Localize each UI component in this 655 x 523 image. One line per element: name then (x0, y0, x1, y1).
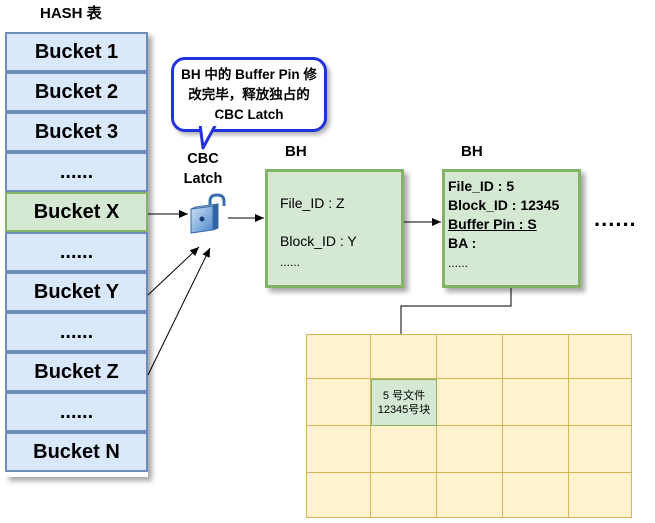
bucket-3: Bucket 3 (5, 112, 148, 152)
bucket-x: Bucket X (5, 192, 148, 232)
buffer-cache-grid (306, 334, 632, 518)
callout-tail (198, 122, 218, 150)
bh2-box: File_ID : 5 Block_ID : 12345 Buffer Pin … (442, 169, 581, 288)
bucket-z: Bucket Z (5, 352, 148, 392)
bh2-buffer-pin: Buffer Pin : S (448, 216, 537, 232)
bh2-ba: BA : (448, 235, 477, 251)
speech-callout: BH 中的 Buffer Pin 修改完毕，释放独占的 CBC Latch (171, 57, 327, 132)
bh-chain-more: ...... (594, 206, 637, 231)
bucket-y-arrow (147, 246, 200, 296)
cbc-latch-line2: Latch (183, 171, 223, 187)
hash-table-title: HASH 表 (40, 5, 102, 22)
bucket-n: Bucket N (5, 432, 148, 472)
bucket-ellipsis: ...... (5, 232, 148, 272)
bh2-block-id: Block_ID : 12345 (448, 197, 560, 213)
hash-table: Bucket 1 Bucket 2 Bucket 3 ...... Bucket… (5, 32, 148, 477)
callout-text: BH 中的 Buffer Pin 修改完毕，释放独占的 CBC Latch (181, 66, 317, 122)
buffer-block-cell: 5 号文件 12345号块 (371, 379, 437, 426)
bucket-ellipsis: ...... (5, 312, 148, 352)
bh1-title: BH (285, 143, 307, 160)
unlocked-padlock-icon (190, 193, 226, 234)
bucket-y: Bucket Y (5, 272, 148, 312)
buffer-block-id: 12345号块 (377, 403, 431, 416)
bh2-title: BH (461, 143, 483, 160)
bh1-block-id: Block_ID : Y (280, 233, 357, 249)
bucket-z-arrow (147, 247, 211, 376)
bucket-ellipsis: ...... (5, 392, 148, 432)
bh1-more: ...... (280, 255, 301, 269)
bh2-file-id: File_ID : 5 (448, 178, 515, 194)
bh1-box: File_ID : Z Block_ID : Y ...... (265, 169, 404, 288)
cbc-latch-line1: CBC (187, 151, 219, 167)
cbc-latch-label: CBC Latch (176, 149, 230, 189)
bh2-more: ...... (448, 256, 469, 270)
buffer-block-file: 5 号文件 (382, 389, 426, 402)
bucket-ellipsis: ...... (5, 152, 148, 192)
bh1-file-id: File_ID : Z (280, 195, 345, 211)
bucket-2: Bucket 2 (5, 72, 148, 112)
bucket-1: Bucket 1 (5, 32, 148, 72)
